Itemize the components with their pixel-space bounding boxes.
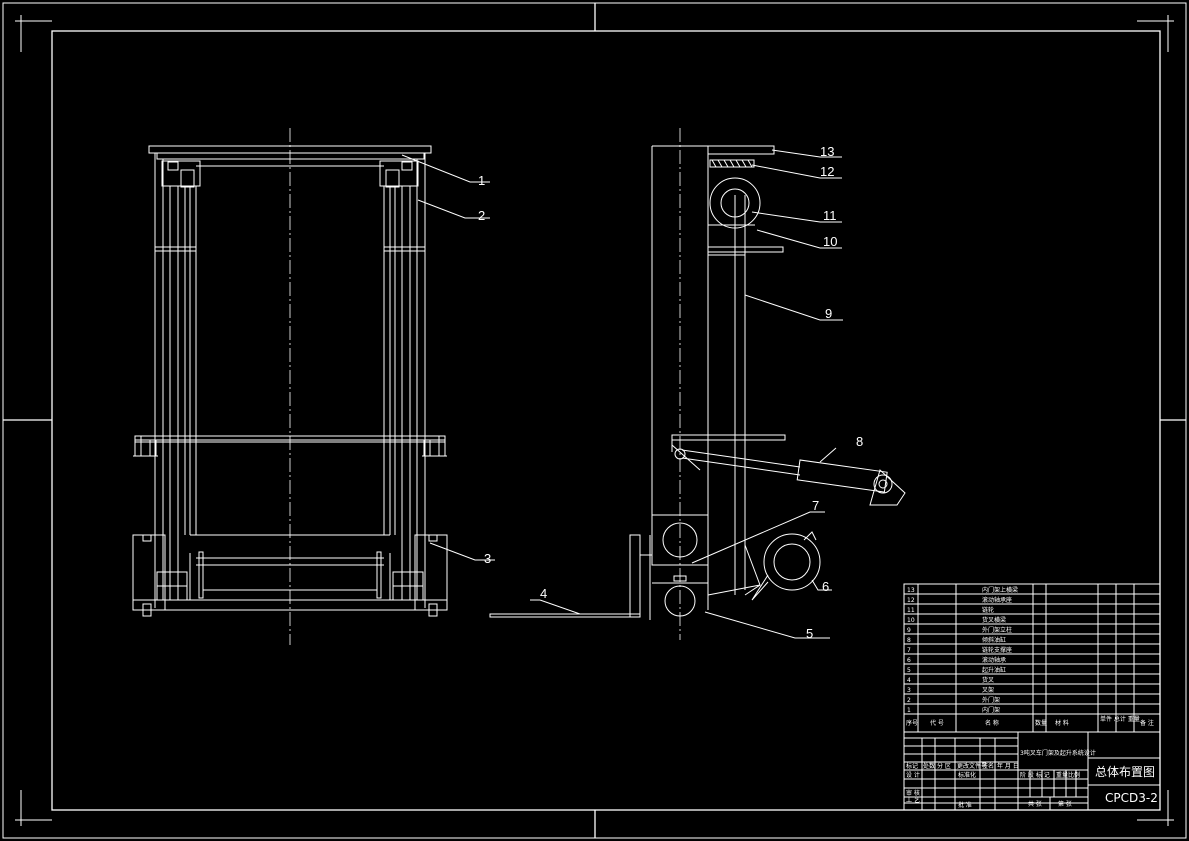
parts-row-no: 3 bbox=[907, 687, 911, 694]
parts-row-name: 滚动轴承座 bbox=[982, 596, 1012, 604]
parts-row-name: 货叉 bbox=[982, 676, 994, 684]
callout-1: 1 bbox=[478, 173, 485, 188]
tb-standard: 标准化 bbox=[958, 771, 976, 779]
parts-row-name: 起升油缸 bbox=[982, 666, 1006, 674]
parts-row-name: 叉架 bbox=[982, 686, 994, 694]
parts-row-no: 7 bbox=[907, 647, 911, 654]
parts-header-no: 序号 bbox=[906, 719, 918, 727]
parts-row-no: 4 bbox=[907, 677, 911, 684]
parts-row-name: 链轮 bbox=[982, 606, 994, 614]
callout-9: 9 bbox=[825, 306, 832, 321]
parts-header-weight: 单件 总计 重量 bbox=[1100, 715, 1140, 723]
parts-row-name: 链轮支撑座 bbox=[982, 646, 1012, 654]
callout-8: 8 bbox=[856, 434, 863, 449]
tb-stage: 阶 段 标 记 bbox=[1020, 771, 1050, 779]
parts-header-name: 名 称 bbox=[985, 719, 999, 727]
drawing-number: CPCD3-2 bbox=[1105, 791, 1158, 805]
callout-6: 6 bbox=[822, 579, 829, 594]
callout-7: 7 bbox=[812, 498, 819, 513]
parts-row-no: 6 bbox=[907, 657, 911, 664]
parts-row-no: 5 bbox=[907, 667, 911, 674]
callout-3: 3 bbox=[484, 551, 491, 566]
corner-marks bbox=[15, 15, 1174, 826]
parts-row-no: 12 bbox=[907, 597, 915, 604]
title-block-header-cell: 处数 bbox=[923, 762, 935, 770]
parts-header-qty: 数量 bbox=[1035, 719, 1047, 727]
centering-marks bbox=[3, 3, 1186, 838]
parts-row-no: 1 bbox=[907, 707, 911, 714]
tb-scale: 比例 bbox=[1068, 771, 1080, 779]
title-block-header-cell: 分 区 bbox=[937, 762, 951, 770]
title-block-header-cell: 年 月 日 bbox=[997, 762, 1019, 770]
parts-row-name: 外门架立柱 bbox=[982, 626, 1012, 634]
parts-row-name: 货叉横梁 bbox=[982, 616, 1006, 624]
parts-row-no: 2 bbox=[907, 697, 911, 704]
parts-row-name: 内门架 bbox=[982, 706, 1000, 714]
parts-row-name: 内门架上横梁 bbox=[982, 586, 1018, 594]
front-view bbox=[132, 128, 448, 645]
callout-4: 4 bbox=[540, 586, 547, 601]
tb-approve: 批 准 bbox=[958, 801, 972, 809]
tb-craft: 工 艺 bbox=[906, 796, 920, 804]
parts-row-no: 10 bbox=[907, 617, 915, 624]
parts-row-no: 9 bbox=[907, 627, 911, 634]
parts-row-name: 滚动轴承 bbox=[982, 656, 1006, 664]
parts-row-no: 11 bbox=[907, 607, 915, 614]
callout-11: 11 bbox=[823, 208, 837, 223]
callout-2: 2 bbox=[478, 208, 485, 223]
callout-10: 10 bbox=[823, 234, 837, 249]
tb-check: 审 核 bbox=[906, 789, 920, 797]
parts-header-remark: 备 注 bbox=[1140, 719, 1154, 727]
drawing-title: 总体布置图 bbox=[1095, 765, 1155, 779]
side-view bbox=[489, 128, 906, 640]
tb-sheet-no: 第 张 bbox=[1058, 800, 1072, 808]
title-block: 3吨叉车门架及起升系统设计 总体布置图 CPCD3-2 标记处数分 区更改文件号… bbox=[903, 731, 1161, 811]
parts-row-name: 倾斜油缸 bbox=[982, 636, 1006, 644]
tb-weight: 重量 bbox=[1056, 771, 1068, 779]
parts-row-no: 8 bbox=[907, 637, 911, 644]
title-block-header-cell: 标记 bbox=[906, 762, 918, 770]
callout-labels: 1 2 3 4 5 6 7 8 9 10 11 12 13 bbox=[478, 144, 863, 641]
callout-5: 5 bbox=[806, 626, 813, 641]
callout-12: 12 bbox=[820, 164, 834, 179]
tb-design: 设 计 bbox=[906, 771, 920, 779]
parts-header-code: 代 号 bbox=[930, 719, 944, 727]
leaders bbox=[401, 149, 843, 639]
tb-sheets-total: 共 张 bbox=[1028, 800, 1042, 808]
parts-row-name: 外门架 bbox=[982, 696, 1000, 704]
title-block-header-cell: 更改文件号 bbox=[957, 762, 987, 770]
title-block-header-cell: 签名 bbox=[982, 762, 994, 770]
parts-header-material: 材 料 bbox=[1055, 719, 1069, 727]
parts-row-no: 13 bbox=[907, 587, 915, 594]
callout-13: 13 bbox=[820, 144, 834, 159]
project-title: 3吨叉车门架及起升系统设计 bbox=[1020, 749, 1096, 757]
